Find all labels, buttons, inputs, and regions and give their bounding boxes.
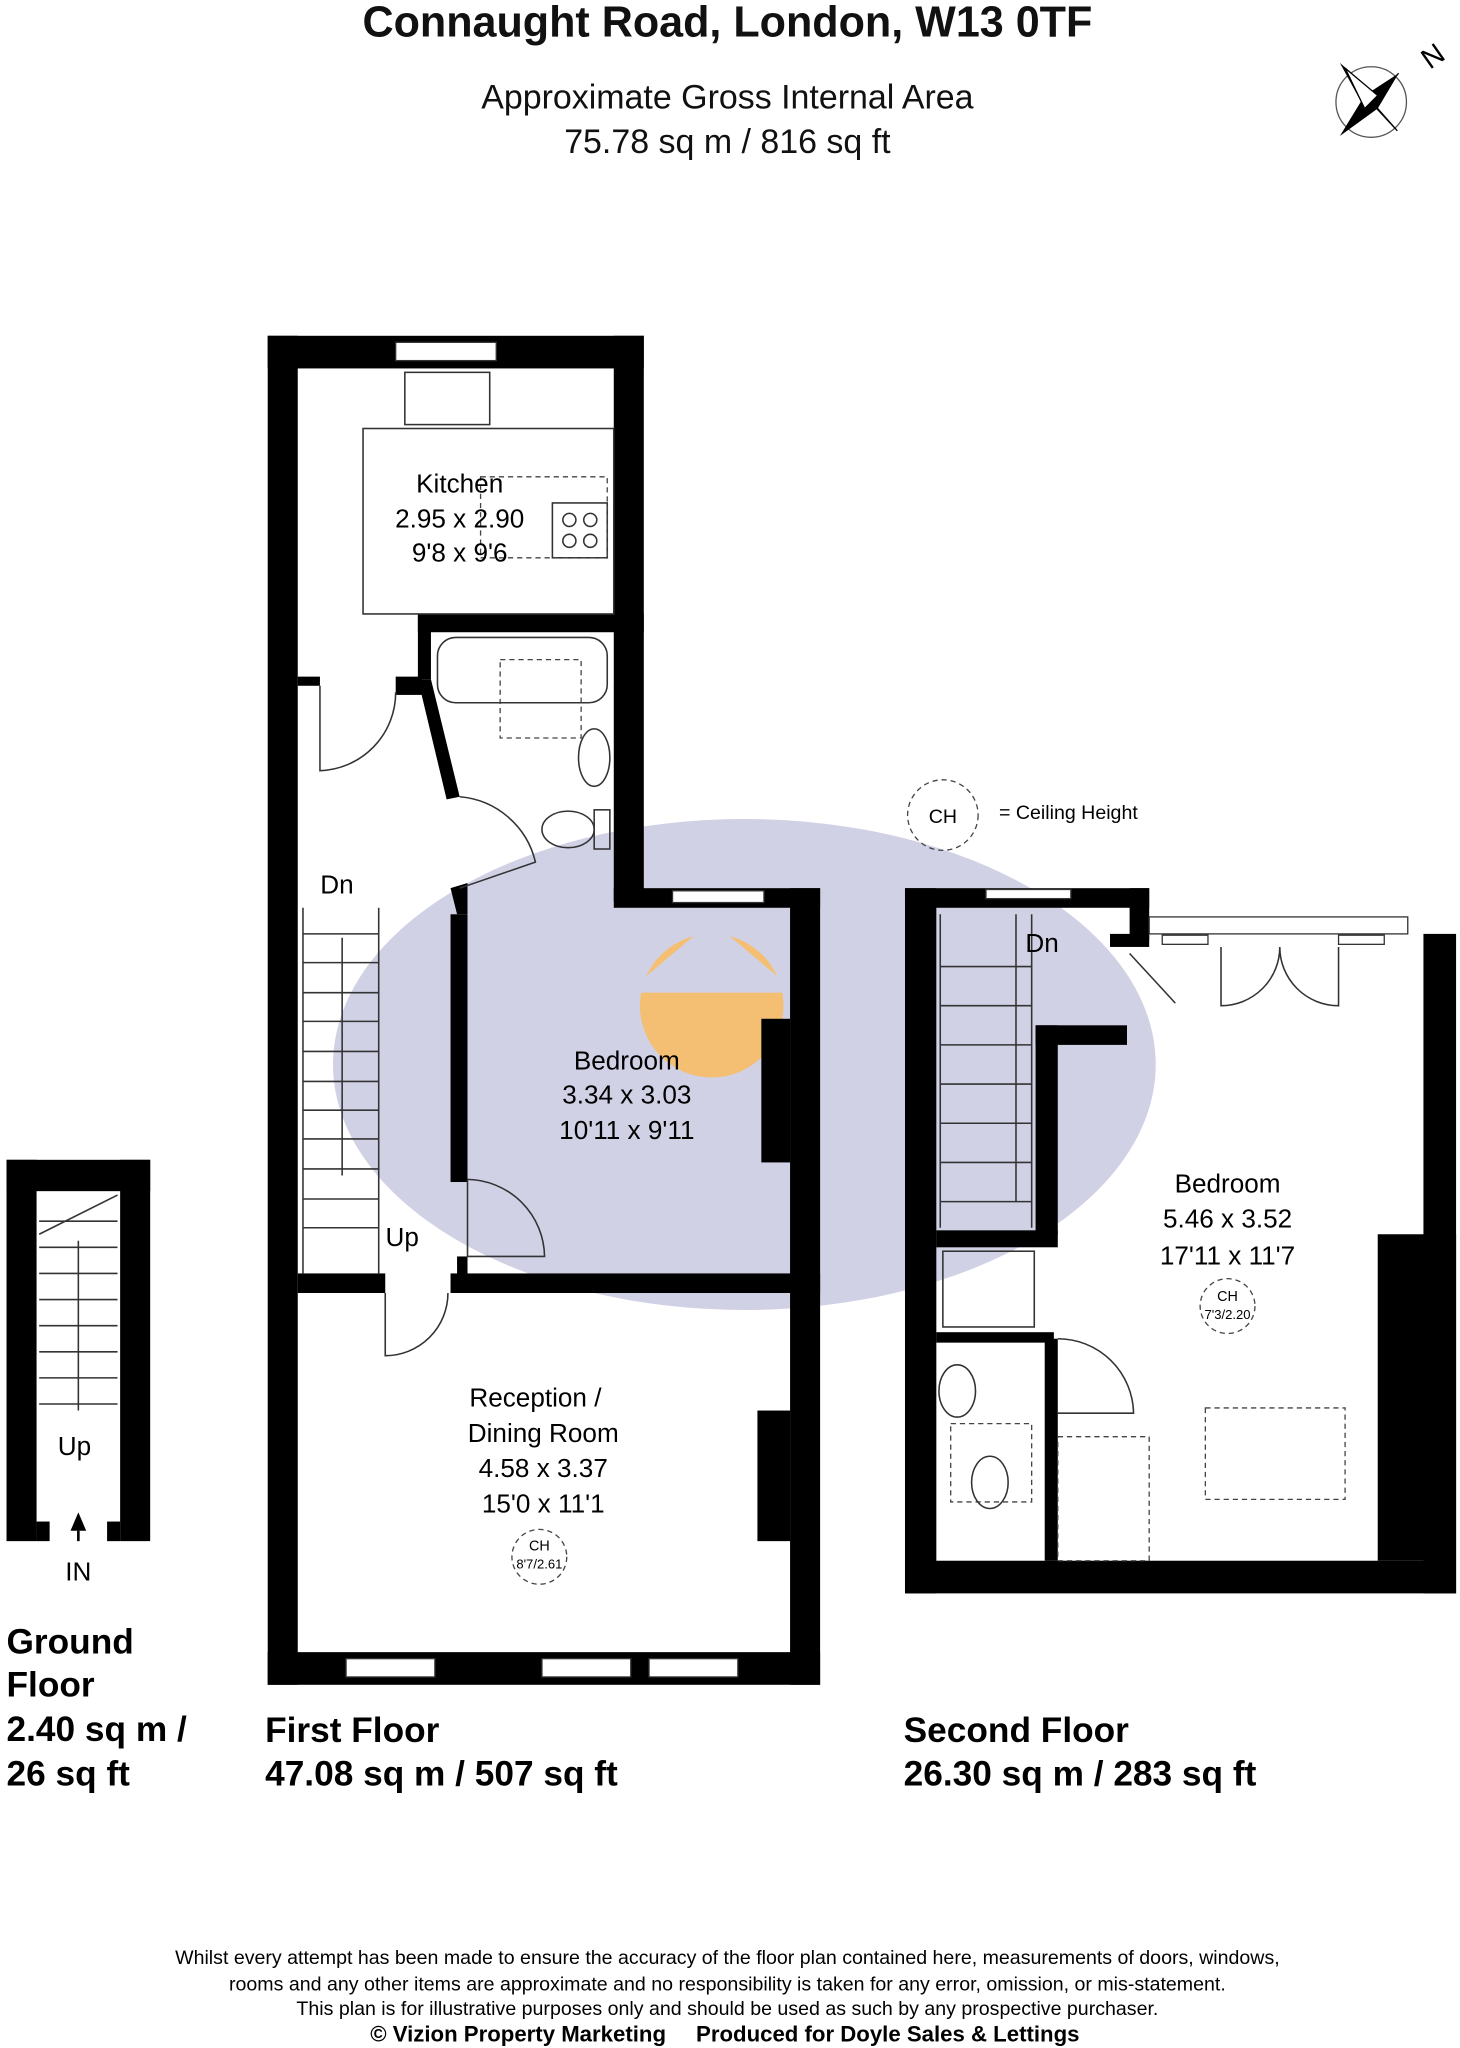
svg-text:2.95 x 2.90: 2.95 x 2.90 [395,504,524,534]
svg-text:IN: IN [65,1556,91,1586]
total-area: 75.78 sq m / 816 sq ft [564,123,891,161]
room-kitchen: Kitchen 2.95 x 2.90 9'8 x 9'6 [395,468,524,567]
second-floor-plan: Dn Bedroom 5.46 x 3.52 17'11 x 11'7 CH 7… [904,888,1457,1594]
svg-text:CH: CH [529,1538,550,1554]
room-reception: Reception / Dining Room 4.58 x 3.37 15'0… [468,1383,619,1585]
area-caption: Approximate Gross Internal Area [481,79,973,117]
bath-icon [436,636,609,704]
svg-text:= Ceiling Height: = Ceiling Height [999,802,1138,824]
svg-text:8'7/2.61: 8'7/2.61 [516,1557,562,1572]
svg-text:7'3/2.20: 7'3/2.20 [1205,1307,1251,1322]
svg-text:rooms and any other items are: rooms and any other items are approximat… [229,1973,1226,1995]
svg-text:10'11 x 9'11: 10'11 x 9'11 [559,1115,694,1145]
watermark-logo [333,818,1156,1310]
svg-text:Up: Up [386,1222,419,1252]
svg-text:26.30 sq m / 283 sq ft: 26.30 sq m / 283 sq ft [904,1754,1257,1793]
svg-text:First Floor: First Floor [265,1711,440,1750]
svg-text:15'0 x 11'1: 15'0 x 11'1 [482,1488,605,1518]
svg-text:47.08 sq m / 507 sq ft: 47.08 sq m / 507 sq ft [265,1754,618,1793]
entry-arrow-icon [70,1512,87,1531]
svg-text:26 sq ft: 26 sq ft [7,1754,131,1793]
svg-text:Kitchen: Kitchen [416,468,503,498]
room-bedroom-second: Bedroom 5.46 x 3.52 17'11 x 11'7 CH 7'3/… [1160,1168,1295,1335]
shower-icon [942,1250,1036,1328]
credit-doyle: Produced for Doyle Sales & Lettings [696,2021,1079,2046]
svg-text:Dn: Dn [1025,928,1058,958]
svg-text:3.34 x 3.03: 3.34 x 3.03 [562,1080,691,1110]
toilet-icon [970,1455,1009,1510]
svg-text:Dn: Dn [320,869,353,899]
svg-text:9'8 x 9'6: 9'8 x 9'6 [412,538,508,568]
floor-labels: Ground Floor 2.40 sq m / 26 sq ft First … [7,1622,1257,1793]
svg-text:5.46 x 3.52: 5.46 x 3.52 [1163,1204,1292,1234]
svg-text:Bedroom: Bedroom [574,1046,680,1076]
svg-text:CH: CH [1217,1289,1238,1305]
compass-north-label: N [1416,38,1451,76]
svg-text:Up: Up [58,1431,91,1461]
svg-text:Reception /: Reception / [469,1383,602,1413]
toilet-icon [541,810,595,849]
svg-text:4.58 x 3.37: 4.58 x 3.37 [479,1453,608,1483]
disclaimer: Whilst every attempt has been made to en… [175,1947,1280,2046]
svg-text:Second Floor: Second Floor [904,1711,1129,1750]
compass-icon: N [1335,38,1451,138]
hob-icon [551,502,609,559]
svg-text:Bedroom: Bedroom [1175,1168,1281,1198]
svg-text:Dining Room: Dining Room [468,1418,619,1448]
svg-text:CH: CH [929,806,957,828]
room-bedroom-first: Bedroom 3.34 x 3.03 10'11 x 9'11 [559,1046,694,1145]
svg-text:Ground: Ground [7,1622,134,1661]
page-title: Connaught Road, London, W13 0TF [362,0,1092,47]
svg-text:Whilst every attempt has been: Whilst every attempt has been made to en… [175,1947,1280,1969]
ceiling-height-legend: CH = Ceiling Height [906,779,1138,851]
ground-floor-plan: Up IN [6,1159,151,1586]
credit-vizion: © Vizion Property Marketing [370,2021,666,2046]
svg-text:Floor: Floor [7,1666,95,1705]
first-floor-plan: Dn Up Kitchen 2.95 x 2.90 9'8 x 9'6 Bedr… [267,335,821,1685]
svg-text:This plan is for illustrative: This plan is for illustrative purposes o… [296,1998,1158,2020]
svg-text:17'11 x 11'7: 17'11 x 11'7 [1160,1240,1295,1270]
svg-text:2.40 sq m /: 2.40 sq m / [7,1710,187,1749]
